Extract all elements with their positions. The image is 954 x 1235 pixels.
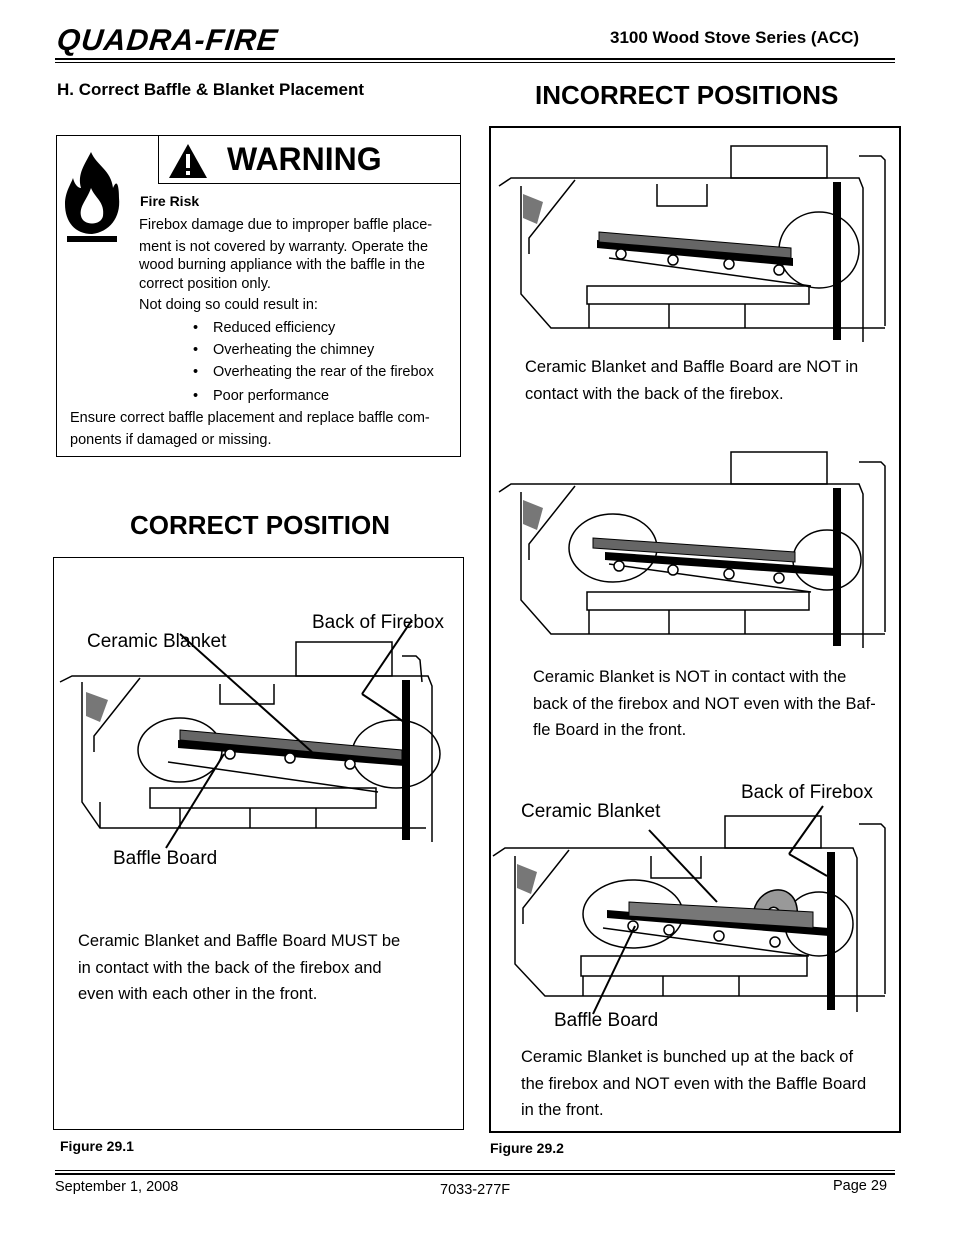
warning-line: wood burning appliance with the baffle i… (139, 257, 425, 273)
section-title: H. Correct Baffle & Blanket Placement (57, 80, 365, 99)
warning-triangle-icon (169, 144, 207, 178)
stove-diagram-incorrect-1 (499, 146, 889, 342)
warning-line: Not doing so could result in: (139, 297, 318, 313)
caption-line: the firebox and NOT even with the Baffle… (521, 1074, 867, 1093)
footer-rule (55, 1170, 895, 1171)
label-baffle-board: Baffle Board (554, 1010, 659, 1031)
caption-line: even with each other in the front. (78, 985, 318, 1003)
caption-line: in the front. (521, 1101, 604, 1119)
incorrect-caption-1: Ceramic Blanket and Baffle Board are NOT… (525, 354, 885, 407)
header-rule (55, 58, 895, 60)
warning-header: WARNING (158, 136, 460, 184)
warning-title: WARNING (227, 141, 382, 177)
warning-box: WARNING Fire Risk Firebox damage due to … (56, 135, 461, 457)
stove-diagram-correct (60, 642, 460, 842)
warning-line: ment is not covered by warranty. Operate… (139, 239, 429, 255)
warning-footer-line: Ensure correct baffle placement and repl… (70, 410, 430, 426)
warning-bullet: Poor performance (193, 388, 329, 404)
caption-line: Ceramic Blanket is bunched up at the bac… (521, 1048, 854, 1066)
label-back-of-firebox: Back of Firebox (741, 782, 873, 803)
fire-risk-heading: Fire Risk (140, 193, 200, 209)
figure-29-1-label: Figure 29.1 (60, 1138, 134, 1154)
caption-line: Ceramic Blanket and Baffle Board are NOT… (525, 358, 859, 376)
warning-bullet: Overheating the rear of the firebox (193, 364, 434, 380)
caption-line: Ceramic Blanket is NOT in contact with t… (533, 668, 847, 686)
caption-line: contact with the back of the firebox. (525, 384, 784, 403)
stove-diagram-incorrect-3 (493, 816, 889, 1012)
incorrect-positions-title: INCORRECT POSITIONS (535, 80, 839, 110)
footer-page-number: Page 29 (833, 1178, 888, 1194)
correct-caption: Ceramic Blanket and Baffle Board MUST be… (78, 928, 451, 1008)
stove-diagram-incorrect-2 (499, 452, 889, 648)
warning-footer-line: ponents if damaged or missing. (70, 432, 272, 448)
footer-date: September 1, 2008 (55, 1179, 179, 1195)
warning-bullet: Reduced efficiency (193, 320, 335, 336)
warning-bullet: Overheating the chimney (193, 342, 374, 358)
label-ceramic-blanket: Ceramic Blanket (87, 631, 227, 652)
brand-logo: QUADRA-FIRE (55, 24, 280, 57)
footer-rule-thick (55, 1173, 895, 1175)
caption-line: Ceramic Blanket and Baffle Board MUST be (78, 932, 401, 950)
correct-figure-frame: Back of Firebox Ceramic Blanket (53, 557, 464, 1130)
correct-position-title: CORRECT POSITION (130, 510, 391, 540)
figure-29-2-label: Figure 29.2 (490, 1140, 564, 1156)
caption-line: back of the firebox and NOT even with th… (533, 694, 876, 713)
label-ceramic-blanket: Ceramic Blanket (521, 801, 661, 822)
caption-line: in contact with the back of the firebox … (78, 958, 382, 977)
warning-line: Firebox damage due to improper baffle pl… (139, 217, 433, 233)
header-rule-thin (55, 62, 895, 63)
incorrect-caption-2: Ceramic Blanket is NOT in contact with t… (533, 664, 885, 744)
footer-doc-number: 7033-277F (440, 1182, 511, 1198)
fire-hazard-icon (65, 152, 120, 242)
label-back-of-firebox: Back of Firebox (312, 612, 444, 633)
label-baffle-board: Baffle Board (113, 848, 218, 869)
warning-line: correct position only. (139, 276, 271, 292)
series-title: 3100 Wood Stove Series (ACC) (610, 28, 860, 47)
caption-line: fle Board in the front. (533, 721, 687, 739)
incorrect-figure-frame: Ceramic Blanket and Baffle Board are NOT… (489, 126, 901, 1133)
incorrect-caption-3: Ceramic Blanket is bunched up at the bac… (521, 1044, 887, 1124)
